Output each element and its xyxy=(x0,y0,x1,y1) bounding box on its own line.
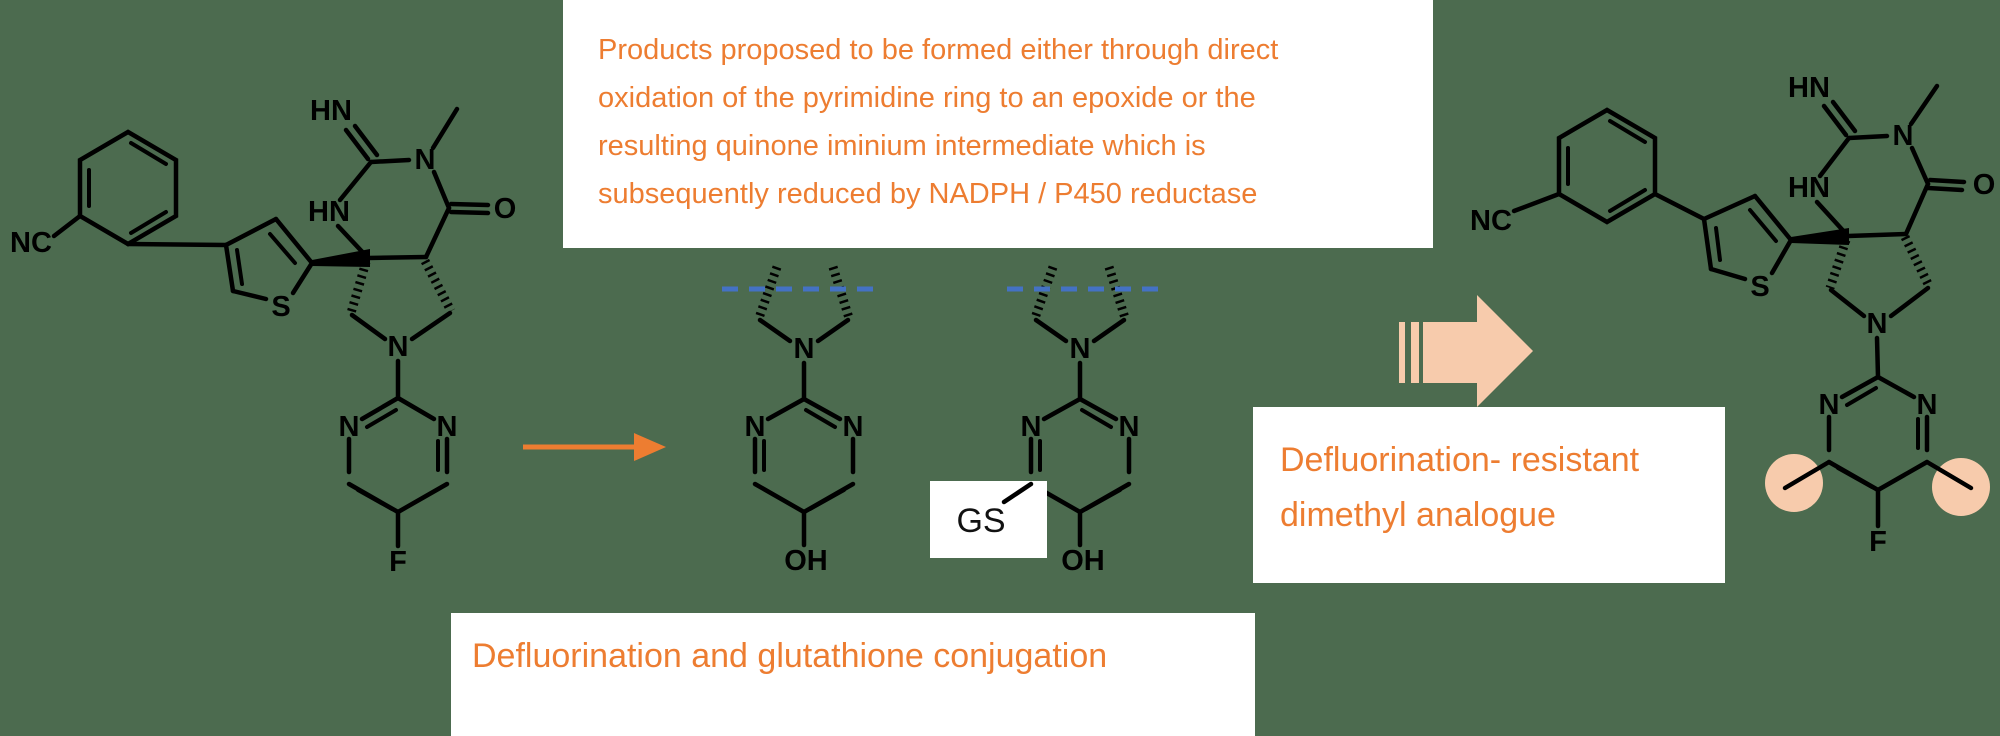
ring-nh-label: HN xyxy=(308,196,350,228)
pyrimidine-n-left-label: N xyxy=(745,411,766,443)
annotation-line: Products proposed to be formed either th… xyxy=(598,34,1279,66)
pyrimidine-n-left-label: N xyxy=(1819,389,1840,421)
reaction-arrow-head xyxy=(634,433,666,461)
fluoro-label: F xyxy=(389,546,407,578)
bottom-annotation-box: Defluorination and glutathione conjugati… xyxy=(451,613,1255,736)
stereo-wedge-bond xyxy=(312,249,370,267)
glutathione-label-box xyxy=(930,481,1047,558)
striped-block-arrow xyxy=(1399,295,1533,407)
pyrrolidine-n-label: N xyxy=(1867,308,1888,340)
pyrimidine-n-left-label: N xyxy=(339,411,360,443)
hydroxyl-label: OH xyxy=(784,545,828,577)
imine-label: HN xyxy=(310,95,352,127)
metabolite-hydroxy-structure: N N N OH xyxy=(722,265,877,577)
pyrimidinone-ring: HN N HN O xyxy=(1788,72,1996,239)
pyrrolidine-n-label: N xyxy=(794,333,815,365)
dimethyl-fluoropyrimidine-ring: N N F xyxy=(1782,374,1974,558)
methyl-highlight-right xyxy=(1932,458,1990,516)
fluoropyrimidine-ring: N N F xyxy=(339,395,458,578)
stereo-wedge-bond xyxy=(1791,228,1849,245)
fluoro-label: F xyxy=(1869,526,1887,558)
benzene-ring xyxy=(77,129,179,247)
methyl-bond-left xyxy=(1782,459,1832,491)
pyrrolidine-ring: N xyxy=(346,258,455,363)
pyrimidine-n-right-label: N xyxy=(437,411,458,443)
benzene-ring xyxy=(1556,107,1658,225)
pyrrolidine-n-label: N xyxy=(1070,333,1091,365)
imine-label: HN xyxy=(1788,72,1830,104)
pyrimidine-n-right-label: N xyxy=(843,411,864,443)
dimethyl-analogue-structure: NC S HN N HN O xyxy=(1470,72,1995,558)
annotation-line: dimethyl analogue xyxy=(1280,496,1556,534)
nitrile-label: NC xyxy=(1470,205,1512,237)
annotation-line: Defluorination and glutathione conjugati… xyxy=(472,637,1108,675)
side-annotation-box: Defluorination- resistant dimethyl analo… xyxy=(1253,407,1725,583)
parent-compound-structure: NC S HN N HN xyxy=(10,95,516,578)
annotation-line: Defluorination- resistant xyxy=(1280,441,1640,479)
pyrrolidine-ring: N xyxy=(1825,235,1934,340)
glutathione-label: GS xyxy=(956,502,1005,540)
carbonyl-o-label: O xyxy=(494,193,517,225)
pyrimidinone-ring: HN N HN O xyxy=(308,95,517,261)
striped-block-arrow-head xyxy=(1477,295,1533,407)
n-methyl-label: N xyxy=(1893,120,1914,152)
n-methyl-label: N xyxy=(415,144,436,176)
thiophene-ring: S xyxy=(1701,193,1794,303)
metabolite-glutathione-structure: N N N GS OH xyxy=(930,265,1163,577)
pyrrolidine-n-label: N xyxy=(388,331,409,363)
ring-nh-label: HN xyxy=(1788,172,1830,204)
top-annotation-box: Products proposed to be formed either th… xyxy=(563,0,1433,248)
pyrimidine-n-right-label: N xyxy=(1119,411,1140,443)
carbonyl-o-label: O xyxy=(1973,169,1996,201)
hydroxyl-label: OH xyxy=(1061,545,1105,577)
pyrimidine-n-right-label: N xyxy=(1917,389,1938,421)
thiophene-ring: S xyxy=(223,216,315,323)
annotation-line: oxidation of the pyrimidine ring to an e… xyxy=(598,82,1256,114)
pyrimidine-n-left-label: N xyxy=(1021,411,1042,443)
annotation-line: resulting quinone iminium intermediate w… xyxy=(598,130,1206,162)
reaction-arrow xyxy=(523,433,666,461)
thiophene-s-label: S xyxy=(271,291,290,323)
methyl-bond-right xyxy=(1924,459,1974,491)
thiophene-s-label: S xyxy=(1750,271,1769,303)
nitrile-label: NC xyxy=(10,227,52,259)
annotation-line: subsequently reduced by NADPH / P450 red… xyxy=(598,178,1258,210)
